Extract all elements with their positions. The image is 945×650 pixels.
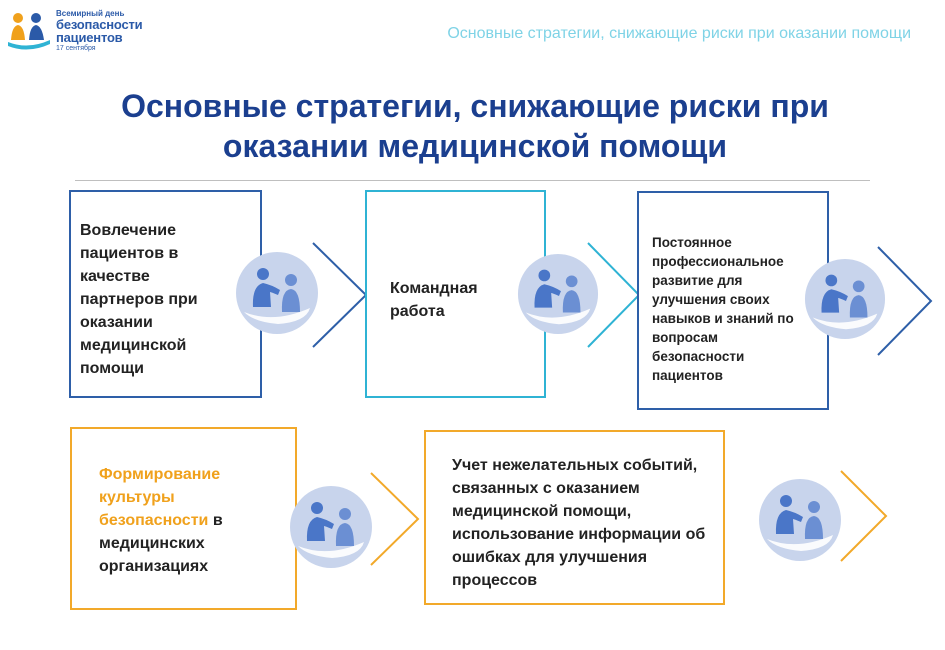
strategy-text-teamwork: Командная работа: [390, 280, 478, 320]
header-title: Основные стратегии, снижающие риски при …: [447, 25, 911, 42]
logo-line-2: безопасности: [56, 17, 143, 32]
strategy-card-events: [424, 430, 725, 605]
slide-title-line-1: Основные стратегии, снижающие риски при: [121, 88, 829, 124]
arrow-icon: [370, 472, 420, 571]
strategy-card-teamwork: [365, 190, 546, 398]
strategy-card-culture: [70, 427, 297, 610]
helping-people-icon: [234, 250, 320, 341]
logo-line-3: пациентов: [56, 30, 123, 45]
helping-people-icon: [803, 257, 887, 346]
helping-people-icon: [516, 252, 600, 341]
strategy-text-events: Учет нежелательных событий, связанных с …: [452, 457, 706, 589]
arrow-icon: [840, 470, 888, 567]
arrow-icon: [312, 242, 368, 353]
strategy-card-development: [637, 191, 829, 410]
event-logo: Всемирный день безопасности пациентов 17…: [6, 8, 176, 52]
slide-title: Основные стратегии, снижающие риски при …: [40, 86, 910, 166]
strategy-text-development: Постоянное профессиональное развитие для…: [652, 235, 794, 383]
culture-highlight: Формирование культуры безопасности: [99, 466, 221, 529]
strategy-text-engagement: Вовлечение пациентов в качестве партнеро…: [80, 222, 198, 377]
helping-people-icon: [286, 484, 376, 575]
strategy-card-engagement: [69, 190, 262, 398]
slide-title-line-2: оказании медицинской помощи: [222, 128, 728, 164]
logo-line-1: Всемирный день: [56, 9, 125, 18]
helping-people-icon: [757, 477, 843, 568]
logo-date: 17 сентября: [56, 45, 96, 52]
culture-rest: в медицинских организациях: [99, 512, 223, 575]
people-logo-icon: [8, 13, 50, 50]
strategy-text-culture: Формирование культуры безопасности в мед…: [99, 463, 254, 578]
arrow-icon: [877, 246, 933, 361]
title-divider: [75, 180, 870, 181]
